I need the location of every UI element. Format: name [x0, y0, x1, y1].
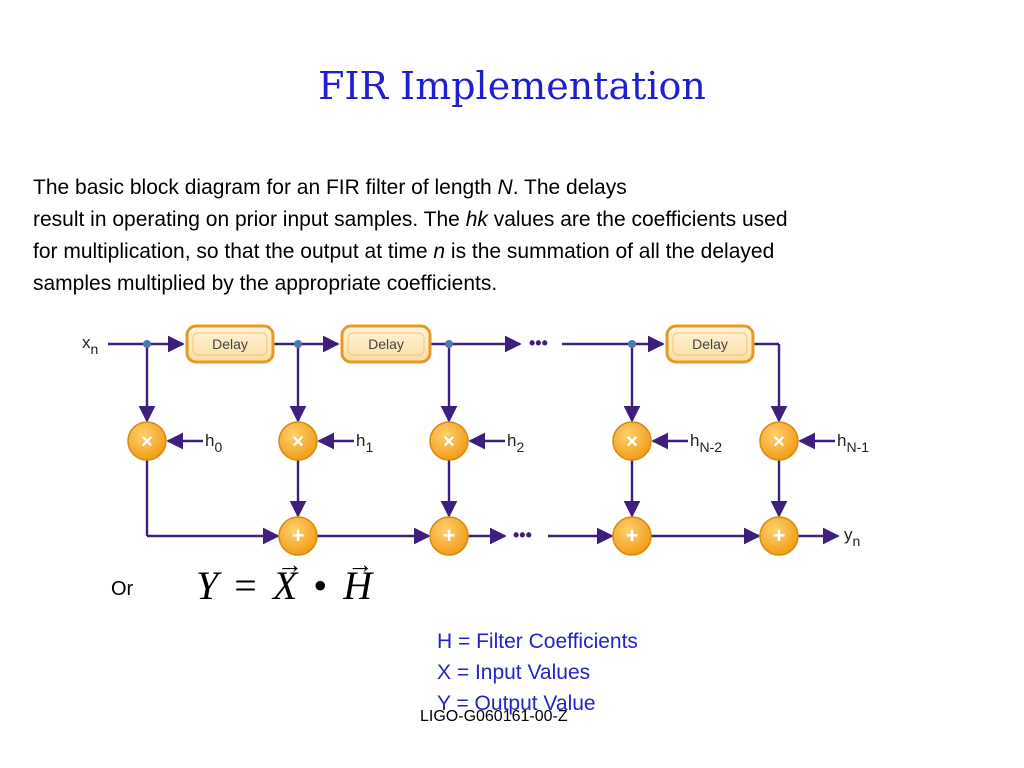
- vector-arrow-icon: →: [347, 550, 374, 579]
- delay-label-2: Delay: [368, 336, 404, 352]
- tap-node-0: [143, 340, 151, 348]
- adder-symbol-3: +: [626, 523, 639, 548]
- coefficient-label-1: h1: [356, 431, 373, 455]
- formula-y: Y: [196, 563, 219, 608]
- or-label: Or: [111, 578, 134, 600]
- delay-block-1: [185, 324, 275, 364]
- legend-h: H = Filter Coefficients: [437, 630, 638, 653]
- multiplier-symbol-2: ×: [443, 431, 455, 453]
- description-line-4: samples multiplied by the appropriate co…: [33, 272, 498, 295]
- adder-symbol-1: +: [292, 523, 305, 548]
- diagram-labels: xn ••• Delay Delay Delay × h0 × h1 × h2 × hN-2 × hN-1 +…: [82, 333, 869, 549]
- multiplier-symbol-3: ×: [626, 431, 638, 453]
- description-paragraph: The basic block diagram for an FIR filte…: [33, 172, 993, 300]
- dot-product-formula: Y = →X • →H: [196, 550, 374, 609]
- coefficient-label-2: h2: [507, 431, 524, 455]
- diagram-wires: [108, 335, 840, 545]
- legend-x: X = Input Values: [437, 661, 591, 684]
- adder-2: [429, 516, 469, 556]
- formula-dot: •: [313, 563, 328, 608]
- input-x-label: xn: [82, 333, 98, 357]
- tap-node-1: [294, 340, 302, 348]
- tap-node-2: [445, 340, 453, 348]
- adder-symbol-4: +: [773, 523, 786, 548]
- delay-label-3: Delay: [692, 336, 728, 352]
- formula-h-vector: →H: [343, 550, 374, 608]
- coefficient-label-4: hN-1: [837, 431, 869, 455]
- delay-block-inner-1: [192, 332, 268, 356]
- multiplier-symbol-4: ×: [773, 431, 785, 453]
- slide-title: FIR Implementation: [318, 64, 706, 108]
- formula-equals: =: [234, 563, 257, 608]
- diagram-nodes: [127, 324, 799, 556]
- multiplier-2: [429, 421, 469, 461]
- variable-legend: H = Filter Coefficients X = Input Values…: [437, 626, 638, 719]
- delay-block-3: [665, 324, 755, 364]
- coefficient-label-3: hN-2: [690, 431, 722, 455]
- multiplier-4: [759, 421, 799, 461]
- adder-symbol-2: +: [443, 523, 456, 548]
- description-line-1: The basic block diagram for an FIR filte…: [33, 176, 627, 199]
- multiplier-1: [278, 421, 318, 461]
- output-y-label: yn: [844, 525, 860, 549]
- adder-1: [278, 516, 318, 556]
- description-line-3: for multiplication, so that the output a…: [33, 240, 775, 263]
- tap-node-3: [628, 340, 636, 348]
- multiplier-symbol-0: ×: [141, 431, 153, 453]
- delay-block-inner-2: [347, 332, 425, 356]
- top-ellipsis: •••: [529, 333, 548, 353]
- multiplier-symbol-1: ×: [292, 431, 304, 453]
- delay-label-1: Delay: [212, 336, 248, 352]
- footer-document-id: LIGO-G060161-00-Z: [420, 708, 568, 725]
- multiplier-0: [127, 421, 167, 461]
- adder-4: [759, 516, 799, 556]
- delay-block-inner-3: [672, 332, 748, 356]
- multiplier-3: [612, 421, 652, 461]
- vector-arrow-icon: →: [276, 550, 303, 579]
- coefficient-label-0: h0: [205, 431, 222, 455]
- delay-block-2: [340, 324, 432, 364]
- adder-3: [612, 516, 652, 556]
- description-line-2: result in operating on prior input sampl…: [33, 208, 788, 231]
- legend-y: Y = Output Value: [437, 692, 596, 715]
- bottom-ellipsis: •••: [513, 525, 532, 545]
- formula-x-vector: →X: [272, 550, 303, 608]
